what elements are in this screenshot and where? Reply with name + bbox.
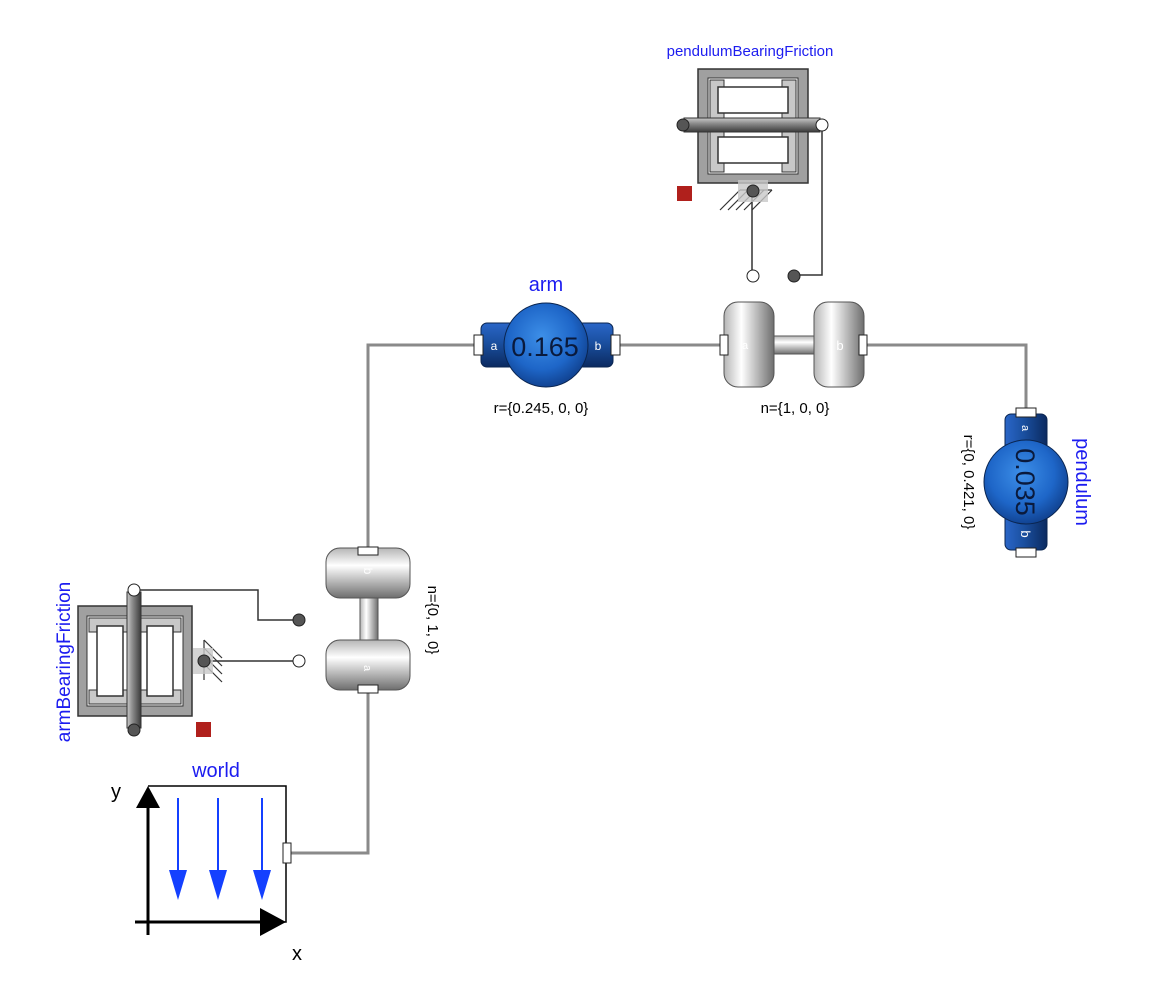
pendulum-body[interactable]: 0.035 a b r={0, 0.421, 0} pendulum <box>960 407 1093 558</box>
arm-bearing-input-a[interactable] <box>292 613 306 627</box>
y-axis-label: y <box>111 781 121 803</box>
arm-bearing-flange-a[interactable] <box>127 723 141 737</box>
revolute-top-disc-a <box>723 301 775 388</box>
revolute-left-parameter: n={0, 1, 0} <box>424 586 441 655</box>
gravity-arrows-icon <box>169 798 271 900</box>
x-axis-label: x <box>292 943 302 965</box>
pendulum-bearing-friction-label: pendulumBearingFriction <box>667 43 834 60</box>
pendulum-label: pendulum <box>1071 438 1093 526</box>
wire-revolute-top-to-pendulum <box>862 343 1028 412</box>
pendulum-bearing-friction[interactable]: pendulumBearingFriction <box>667 43 834 283</box>
revolute-joint-left[interactable]: b a n={0, 1, 0} <box>325 546 441 694</box>
arm-frame-a[interactable] <box>473 334 484 356</box>
arm-bearing-shaft <box>126 591 142 729</box>
arm-bearing-friction-label: armBearingFriction <box>54 582 75 743</box>
pendulum-frame-b[interactable] <box>1015 547 1037 558</box>
arm-port-b-label: b <box>595 339 602 353</box>
arm-frame-b[interactable] <box>610 334 621 356</box>
flange-a-connector[interactable] <box>676 118 690 132</box>
arm-bearing-friction[interactable]: armBearingFriction <box>54 582 306 743</box>
x-axis-arrow-icon <box>260 908 286 936</box>
world-frame-b[interactable] <box>282 842 292 864</box>
arm-label: arm <box>529 274 563 296</box>
arm-sphere <box>503 302 589 388</box>
revolute-left-frame-b[interactable] <box>357 546 379 556</box>
flange-b-connector[interactable] <box>815 118 829 132</box>
pendulum-port-a-label: a <box>1019 425 1031 432</box>
pendulum-mass-value: 0.035 <box>1010 448 1040 516</box>
pendulum-sphere <box>983 439 1069 525</box>
pendulum-parameter: r={0, 0.421, 0} <box>960 435 977 530</box>
arm-bearing-support-connector[interactable] <box>197 654 211 668</box>
arm-body[interactable]: arm a b 0.165 r={0.245, 0, 0} <box>473 274 621 417</box>
arm-port-a-label: a <box>491 339 498 353</box>
arm-parameter: r={0.245, 0, 0} <box>494 400 589 417</box>
revolute-joint-top[interactable]: a b n={1, 0, 0} <box>719 301 868 417</box>
bearing-shaft <box>683 117 821 133</box>
revolute-left-frame-a[interactable] <box>357 684 379 694</box>
revolute-left-port-b-label: b <box>361 568 375 575</box>
support-connector[interactable] <box>746 184 760 198</box>
arm-friction-heat-port[interactable] <box>196 722 211 737</box>
connections <box>288 343 1028 855</box>
revolute-left-port-a-label: a <box>361 665 373 672</box>
revolute-top-port-b-label: b <box>836 338 843 353</box>
friction-heat-port[interactable] <box>677 186 692 201</box>
wire-arm-bearing-flange <box>134 589 295 621</box>
revolute-top-parameter: n={1, 0, 0} <box>761 400 830 417</box>
signal-wires <box>134 125 823 662</box>
arm-bearing-input-b[interactable] <box>292 654 306 668</box>
world-label: world <box>191 760 240 782</box>
wire-world-to-revolute-left <box>288 688 370 855</box>
pendulum-bearing-input-a[interactable] <box>746 269 760 283</box>
pendulum-port-b-label: b <box>1018 530 1033 537</box>
revolute-top-port-a-label: a <box>742 340 749 352</box>
pendulum-frame-a[interactable] <box>1015 407 1037 418</box>
arm-mass-value: 0.165 <box>511 332 579 362</box>
pendulum-bearing-input-b[interactable] <box>787 269 801 283</box>
y-axis-arrow-icon <box>136 786 160 808</box>
arm-bearing-flange-b[interactable] <box>127 583 141 597</box>
revolute-top-frame-b[interactable] <box>858 334 868 356</box>
wire-revolute-left-to-arm <box>366 343 477 551</box>
world-component[interactable]: world y x <box>111 760 302 965</box>
revolute-top-frame-a[interactable] <box>719 334 729 356</box>
wire-pendulum-bearing-flange <box>798 125 823 276</box>
